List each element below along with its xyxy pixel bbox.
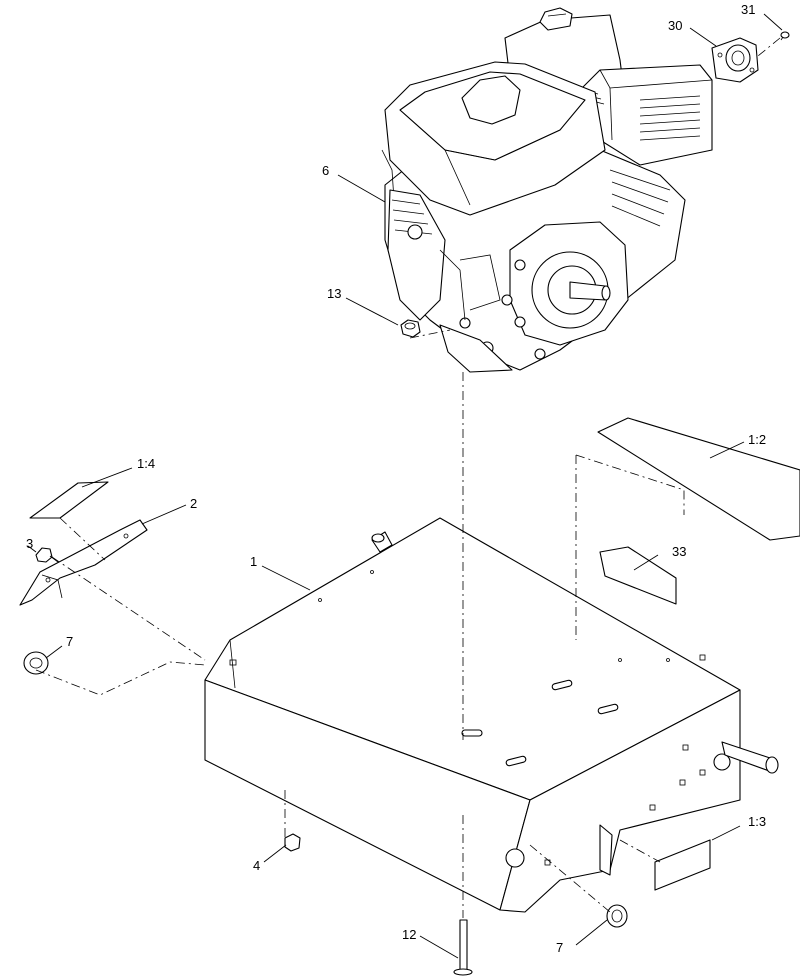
callout-6: 6 (322, 163, 329, 178)
leader-lines (27, 13, 783, 959)
bolt-12 (453, 919, 473, 976)
bushing-7-right (606, 904, 628, 928)
callout-1: 1 (250, 554, 257, 569)
callout-31: 31 (741, 2, 755, 17)
engine (381, 7, 713, 373)
exhaust-flange (711, 37, 759, 83)
assembly-lines (35, 37, 781, 918)
decal-33 (599, 546, 677, 605)
callout-12: 12 (402, 927, 416, 942)
callout-3: 3 (26, 536, 33, 551)
callout-13: 13 (327, 286, 341, 301)
bushing-7-left (23, 651, 49, 675)
callout-1-3: 1:3 (748, 814, 766, 829)
callout-30: 30 (668, 18, 682, 33)
callout-7-right: 7 (556, 940, 563, 955)
callout-7-left: 7 (66, 634, 73, 649)
decal-1-4 (29, 481, 109, 519)
callout-1-4: 1:4 (137, 456, 155, 471)
nut-13 (400, 319, 421, 338)
callout-1-2: 1:2 (748, 432, 766, 447)
callout-33: 33 (672, 544, 686, 559)
screw-31 (780, 31, 790, 41)
callout-4: 4 (253, 858, 260, 873)
decal-1-2 (597, 417, 800, 541)
callout-labels: 31 30 6 13 1:4 2 3 1:2 33 1 7 4 1:3 12 7 (26, 2, 766, 955)
callout-2: 2 (190, 496, 197, 511)
screw-3 (35, 547, 59, 563)
decal-1-3 (654, 839, 711, 891)
base-plate (204, 517, 779, 913)
bracket-2 (19, 519, 148, 606)
nut-4 (284, 833, 301, 852)
